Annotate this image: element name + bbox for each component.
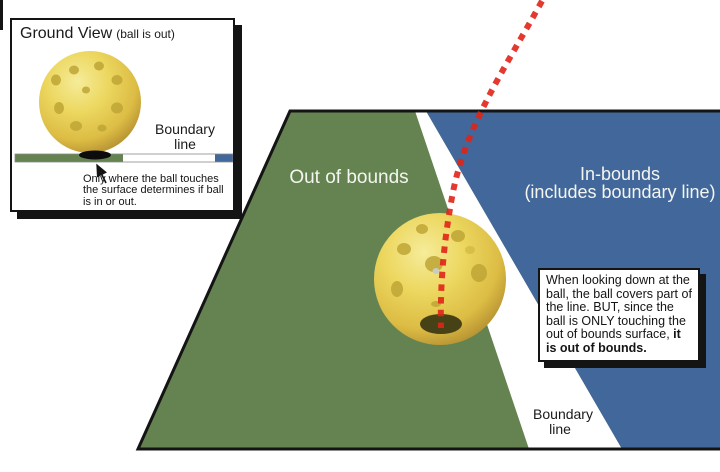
pointer-arrow <box>96 163 108 184</box>
callout-box: When looking down at the ball, the ball … <box>538 268 700 362</box>
boundary-line-strip <box>415 111 622 449</box>
callout-text: When looking down at the ball, the ball … <box>546 273 692 342</box>
ground-view-inset: Ground View(ball is out) Boundary line O… <box>10 18 235 212</box>
inset-caption: Only where the ball touches the surface … <box>83 173 224 208</box>
inset-title-note: (ball is out) <box>116 27 175 41</box>
inset-pickleball <box>39 51 141 160</box>
callout-text-bold: it is out of bounds. <box>546 327 681 355</box>
inset-caption-line: Only where the ball touches <box>83 173 219 185</box>
frame-artifact-mark <box>0 0 3 30</box>
inset-boundary-label-line1: Boundary <box>155 121 215 137</box>
inset-boundary-label: Boundary line <box>137 122 233 151</box>
boundary-line-label-main-line1: Boundary <box>533 406 593 422</box>
hole-highlight-speck <box>432 268 440 274</box>
boundary-line-label-main-line2: line <box>549 421 571 437</box>
inset-strip-green <box>15 154 123 162</box>
inset-strip-blue <box>215 154 233 162</box>
inset-caption-line: the surface determines if ball <box>83 184 224 197</box>
inset-title: Ground View(ball is out) <box>20 25 175 43</box>
inset-pickleball-holes <box>51 61 123 132</box>
inset-contact-shadow <box>79 150 111 160</box>
inset-caption-line: is in or out. <box>83 195 137 208</box>
in-bounds-label-line1: In-bounds <box>580 164 660 184</box>
inset-title-text: Ground View <box>20 25 113 42</box>
in-bounds-label-line2: (includes boundary line) <box>524 182 715 202</box>
inset-boundary-label-line2: line <box>174 135 196 152</box>
inset-graphic <box>14 51 233 184</box>
court-outline <box>135 109 720 451</box>
pickleball-holes <box>391 224 487 307</box>
inset-strip-outline <box>14 153 233 163</box>
out-of-bounds-label: Out of bounds <box>289 167 408 188</box>
ball-trajectory-dotted-line <box>437 0 545 329</box>
inset-strip-white <box>123 154 215 162</box>
